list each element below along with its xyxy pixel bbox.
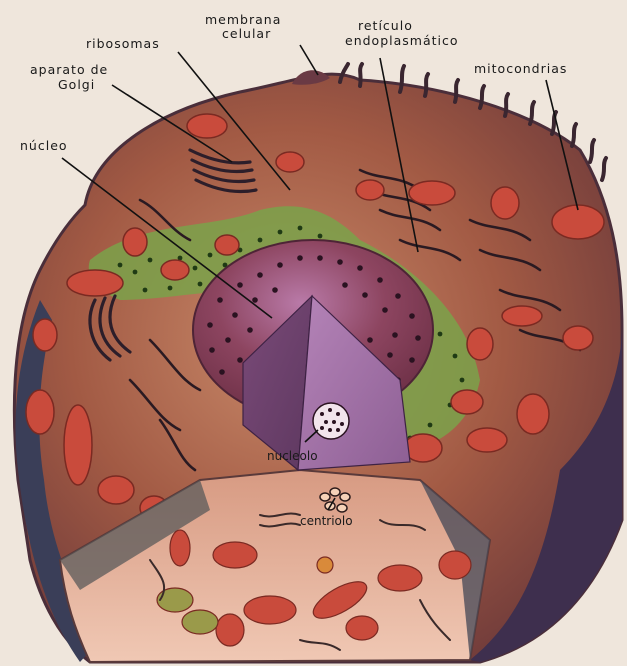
label-membrana-line1: membrana bbox=[205, 12, 281, 27]
label-reticulo-line1: retículo bbox=[358, 18, 413, 33]
label-reticulo-line2: endoplasmático bbox=[345, 33, 459, 48]
label-membrana-line2: celular bbox=[222, 26, 271, 41]
label-mitocondrias: mitocondrias bbox=[474, 61, 567, 76]
label-ribosomas: ribosomas bbox=[86, 36, 160, 51]
nucleolus bbox=[313, 403, 349, 439]
label-nucleolo: nucleolo bbox=[267, 449, 318, 463]
label-golgi-line1: aparato de bbox=[30, 62, 108, 77]
label-golgi-line2: Golgi bbox=[58, 77, 95, 92]
label-centriolo: centriolo bbox=[300, 514, 353, 528]
label-nucleo: núcleo bbox=[20, 138, 68, 153]
